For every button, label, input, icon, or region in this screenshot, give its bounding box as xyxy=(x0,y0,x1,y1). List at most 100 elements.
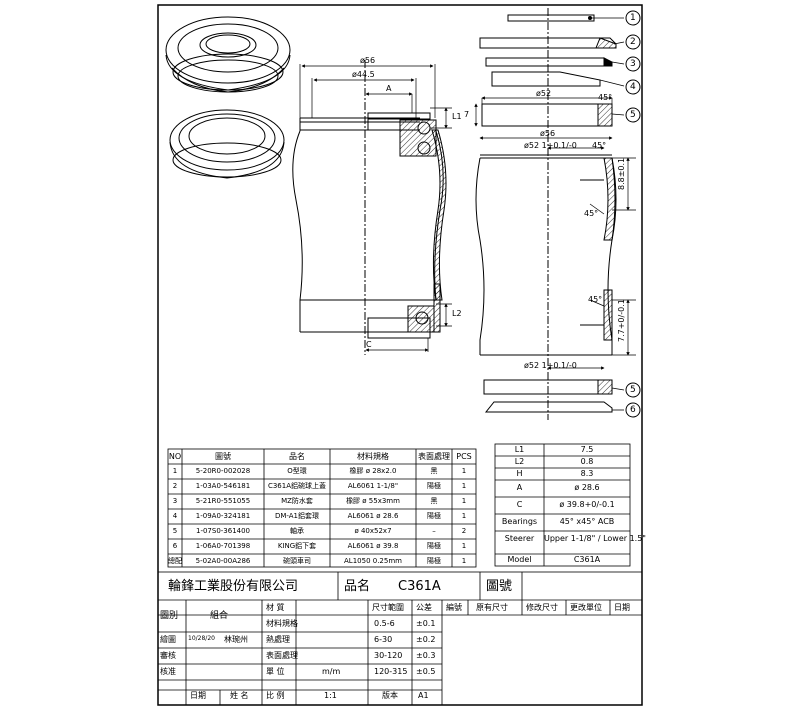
parts-cell: AL1050 0.25mm xyxy=(344,557,402,565)
callout-4: 4 xyxy=(630,82,636,92)
surface-label: 表面處理 xyxy=(266,651,298,660)
parts-cell: 5-20R0-002028 xyxy=(195,467,251,475)
parts-header-surface: 表面處理 xyxy=(418,452,450,461)
spec-key: Bearings xyxy=(501,517,538,526)
exploded-view xyxy=(475,8,617,420)
parts-cell: C361A鋁碗球上蓋 xyxy=(267,482,327,490)
parts-cell: 1-07S0-361400 xyxy=(195,527,251,535)
dim-d56-top: ø56 xyxy=(360,56,376,65)
name-label: 品名 xyxy=(344,579,371,594)
parts-cell: 碗頭車司 xyxy=(283,557,311,565)
dim-d52-tol-bot: ø52 1+0.1/-0 xyxy=(524,361,577,370)
spec-value: 7.5 xyxy=(580,445,594,454)
parts-cell: 2 xyxy=(461,527,467,535)
dim-d52-tol-top: ø52 1+0.1/-0 xyxy=(524,141,577,150)
section-dimensions xyxy=(299,64,452,352)
callout-leaders xyxy=(590,17,625,411)
scale-value: 1:1 xyxy=(324,691,337,700)
parts-cell: 4 xyxy=(172,512,178,520)
parts-cell: 1 xyxy=(461,482,467,490)
parts-header-name: 品名 xyxy=(289,452,305,461)
parts-cell: 1-06A0-701398 xyxy=(195,542,251,550)
parts-cell: 橡膠 ø 28x2.0 xyxy=(349,467,397,475)
dim-45-low2: 45° xyxy=(588,295,603,304)
callout-3: 3 xyxy=(630,59,636,69)
parts-cell: 1 xyxy=(461,557,467,565)
parts-cell: AL6061 ø 39.8 xyxy=(347,542,399,550)
tol-value: ±0.5 xyxy=(416,667,436,676)
dim-d52-top: ø52 xyxy=(536,89,552,98)
dim-45-mid: 45° xyxy=(592,141,607,150)
drawn-name: 林琬州 xyxy=(224,635,248,644)
dim-45-low: 45° xyxy=(584,209,599,218)
revision-header: 編號 xyxy=(446,603,462,612)
spec-value: 8.3 xyxy=(580,469,594,478)
unit-label: 單 位 xyxy=(266,667,285,676)
spec-key: A xyxy=(516,483,523,492)
version-value: A1 xyxy=(418,691,429,700)
company-name: 輪鋒工業股份有限公司 xyxy=(168,579,299,594)
dim-45-top: 45° xyxy=(598,93,613,102)
title-block-grid xyxy=(157,571,643,706)
drawn-date: 10/28/20 xyxy=(188,635,215,642)
callout-2: 2 xyxy=(630,37,636,47)
parts-cell: 2 xyxy=(172,482,178,490)
parts-cell: 1 xyxy=(461,467,467,475)
iso-upper-cup xyxy=(165,16,291,93)
name-value: C361A xyxy=(398,579,441,594)
callout-1: 1 xyxy=(630,13,636,23)
parts-cell: 6 xyxy=(172,542,178,550)
parts-cell: 1-03A0-546181 xyxy=(195,482,251,490)
parts-cell: DM-A1鋁套環 xyxy=(274,512,320,520)
parts-cell: AL6061 1-1/8" xyxy=(347,482,399,490)
parts-cell: KING鋁下套 xyxy=(277,542,317,550)
date-label: 日期 xyxy=(190,691,206,700)
category-label: 圖別 xyxy=(160,611,179,621)
parts-table-grid xyxy=(167,448,477,568)
callout-5: 5 xyxy=(630,110,636,120)
dim-c: C xyxy=(366,340,372,349)
parts-cell: 1 xyxy=(461,497,467,505)
version-label: 版本 xyxy=(382,691,398,700)
parts-header-no: NO xyxy=(168,452,182,461)
tol-value: ±0.1 xyxy=(416,619,436,628)
parts-cell: AL6061 ø 28.6 xyxy=(347,512,399,520)
spec-value: 0.8 xyxy=(580,457,594,466)
iso-lower-cup xyxy=(169,109,285,179)
spec-key: L1 xyxy=(514,445,525,454)
parts-cell: 1 xyxy=(461,512,467,520)
dim-7-7: 7.7+0/-0.1 xyxy=(617,299,626,342)
parts-cell: 陽極 xyxy=(427,557,441,565)
tol-range: 6-30 xyxy=(374,635,393,644)
parts-header-drawing: 圖號 xyxy=(215,452,231,461)
dim-d56-mid: ø56 xyxy=(540,129,556,138)
dim-7: 7 xyxy=(464,110,470,119)
scale-label: 比 例 xyxy=(266,691,285,700)
drawing-no-label: 圖號 xyxy=(486,579,513,594)
revision-header: 更改單位 xyxy=(570,603,602,612)
unit-value: m/m xyxy=(322,667,341,676)
parts-cell: – xyxy=(432,527,436,535)
parts-cell: O型環 xyxy=(287,467,307,475)
spec-value: 45° x45° ACB xyxy=(559,517,615,526)
parts-cell: 1 xyxy=(172,467,178,475)
parts-cell: 陽極 xyxy=(427,542,441,550)
material-label: 材 質 xyxy=(266,603,285,612)
parts-cell: 陽極 xyxy=(427,482,441,490)
callout-circles xyxy=(625,10,641,418)
dim-l1: L1 xyxy=(452,112,462,121)
spec-value: C361A xyxy=(573,555,601,564)
spec-key: L2 xyxy=(514,457,525,466)
tol-header-tol: 公差 xyxy=(416,603,432,612)
spec-value: Upper 1-1/8" / Lower 1.5" xyxy=(544,534,646,543)
dim-d44-5: ø44.5 xyxy=(352,70,375,79)
parts-header-spec: 材料規格 xyxy=(357,452,389,461)
callout-5-lower: 5 xyxy=(630,385,636,395)
approve-label: 核准 xyxy=(160,667,176,676)
parts-cell: 黑 xyxy=(430,497,438,505)
dim-a: A xyxy=(386,84,392,93)
tol-value: ±0.3 xyxy=(416,651,436,660)
tol-value: ±0.2 xyxy=(416,635,436,644)
heat-label: 熱處理 xyxy=(266,635,290,644)
